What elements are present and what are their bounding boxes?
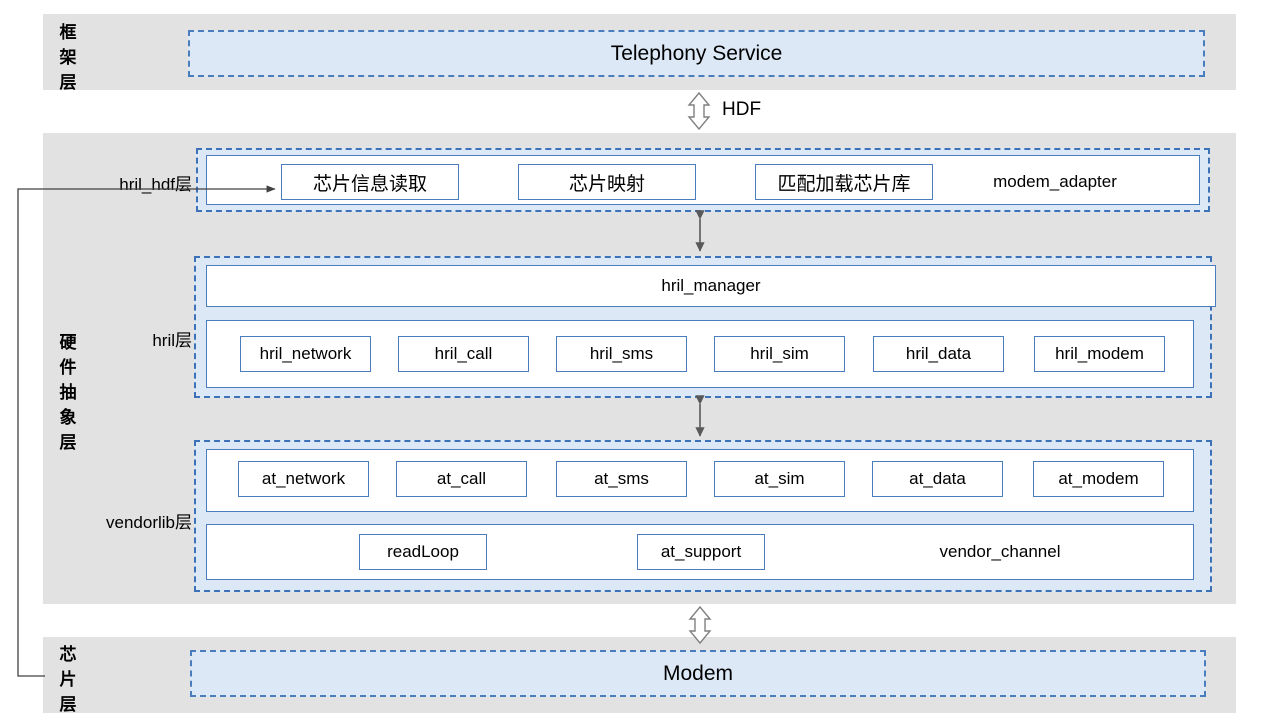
hdf-arrow-label-text: HDF: [722, 99, 762, 120]
node-read-loop[interactable]: readLoop: [359, 534, 487, 570]
chip-side-char-2: 层: [59, 695, 77, 714]
modem-adapter-label: modem_adapter: [955, 164, 1155, 200]
node-at-sms-label: at_sms: [594, 469, 649, 488]
telephony-service-box[interactable]: Telephony Service: [188, 30, 1205, 77]
hdf-double-arrow-icon: [687, 91, 711, 131]
node-hril-network-label: hril_network: [259, 344, 352, 363]
node-at-call-label: at_call: [436, 469, 487, 488]
hril-hdf-layer-label: hril_hdf层: [60, 170, 192, 195]
node-at-data-label: at_data: [909, 469, 966, 488]
node-at-data[interactable]: at_data: [872, 461, 1003, 497]
node-hril-modem[interactable]: hril_modem: [1034, 336, 1165, 372]
node-hril-data-label: hril_data: [905, 344, 972, 363]
vendorlib-layer-label: vendorlib层: [40, 508, 192, 533]
node-at-modem[interactable]: at_modem: [1033, 461, 1164, 497]
chip-side-char-1: 片: [59, 670, 77, 689]
framework-layer-side-label: 框 架 层: [57, 20, 79, 95]
node-chip-lib-load-label: 匹配加载芯片库: [777, 173, 911, 195]
hril-layer-label-text: hril层: [152, 331, 192, 350]
hril-hdf-layer-label-text: hril_hdf层: [119, 175, 192, 194]
node-chip-info-read[interactable]: 芯片信息读取: [281, 164, 459, 200]
node-chip-lib-load[interactable]: 匹配加载芯片库: [755, 164, 933, 200]
node-at-support[interactable]: at_support: [637, 534, 765, 570]
vendor-channel-label: vendor_channel: [900, 534, 1100, 570]
vendor-channel-label-text: vendor_channel: [939, 542, 1061, 561]
node-hril-call[interactable]: hril_call: [398, 336, 529, 372]
node-hril-network[interactable]: hril_network: [240, 336, 371, 372]
hal-side-char-2: 抽: [59, 383, 77, 402]
telephony-service-label: Telephony Service: [610, 41, 783, 65]
node-at-network[interactable]: at_network: [238, 461, 369, 497]
node-at-network-label: at_network: [261, 469, 346, 488]
node-hril-sms[interactable]: hril_sms: [556, 336, 687, 372]
node-hril-data[interactable]: hril_data: [873, 336, 1004, 372]
framework-side-char-1: 架: [59, 48, 77, 67]
hal-side-char-3: 象: [59, 408, 77, 427]
node-hril-sim[interactable]: hril_sim: [714, 336, 845, 372]
node-hril-call-label: hril_call: [434, 344, 493, 363]
chip-layer-side-label: 芯 片 层: [57, 642, 79, 717]
node-at-sim-label: at_sim: [754, 469, 805, 488]
modem-box[interactable]: Modem: [190, 650, 1206, 697]
modem-adapter-label-text: modem_adapter: [993, 172, 1117, 191]
node-at-call[interactable]: at_call: [396, 461, 527, 497]
node-chip-mapping[interactable]: 芯片映射: [518, 164, 696, 200]
node-chip-mapping-label: 芯片映射: [568, 173, 645, 195]
node-at-sms[interactable]: at_sms: [556, 461, 687, 497]
framework-side-char-2: 层: [59, 73, 77, 92]
hal-side-char-4: 层: [59, 433, 77, 452]
modem-label: Modem: [662, 661, 734, 685]
hril-manager-panel: [206, 265, 1216, 307]
node-hril-modem-label: hril_modem: [1055, 344, 1144, 363]
node-read-loop-label: readLoop: [387, 542, 459, 561]
hril-manager-label-text: hril_manager: [661, 276, 761, 295]
hril-manager-label: hril_manager: [206, 276, 1216, 296]
node-at-modem-label: at_modem: [1058, 469, 1139, 488]
at-modules-panel: [206, 449, 1194, 512]
framework-side-char-0: 框: [59, 23, 77, 42]
vendorlib-layer-label-text: vendorlib层: [106, 513, 192, 532]
node-hril-sim-label: hril_sim: [750, 344, 809, 363]
node-at-sim[interactable]: at_sim: [714, 461, 845, 497]
hal-side-char-1: 件: [59, 358, 77, 377]
hril-layer-label: hril层: [60, 326, 192, 351]
node-at-support-label: at_support: [660, 542, 742, 561]
hdf-arrow-label: HDF: [722, 99, 761, 121]
chip-side-char-0: 芯: [59, 645, 77, 664]
node-chip-info-read-label: 芯片信息读取: [312, 173, 427, 195]
node-hril-sms-label: hril_sms: [589, 344, 654, 363]
